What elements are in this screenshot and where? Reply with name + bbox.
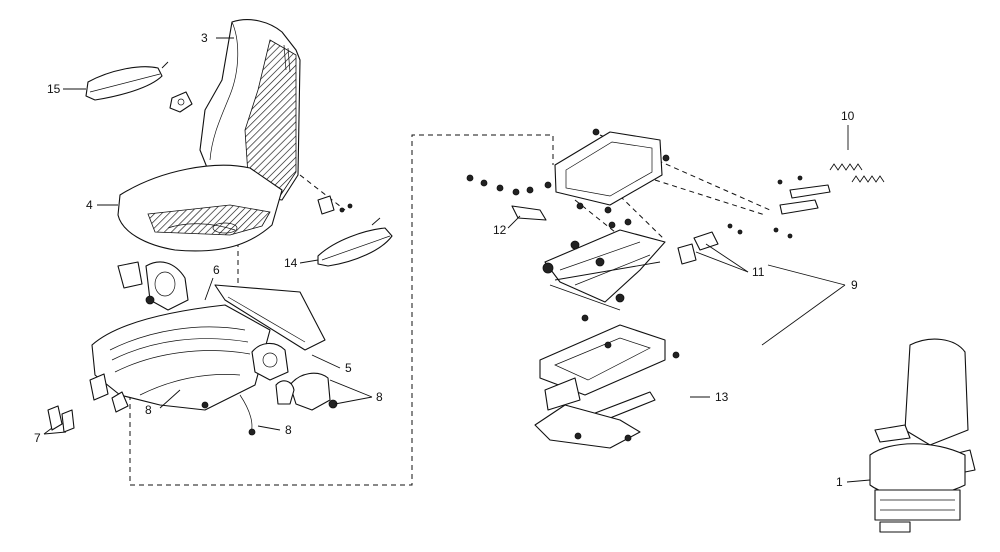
assembled-seat-part (869, 338, 976, 533)
callout-13: 13 (715, 390, 729, 404)
callout-3: 3 (201, 31, 208, 45)
callout-10: 10 (841, 109, 855, 123)
scissor-mechanism (542, 218, 666, 311)
shock-absorber-part (466, 174, 547, 221)
seat-cushion-part (117, 164, 283, 252)
callout-11: 11 (752, 265, 765, 279)
callout-15: 15 (47, 82, 61, 96)
spring-part (829, 163, 885, 183)
callout-8-right: 8 (376, 390, 383, 404)
callout-8-bottom: 8 (285, 423, 292, 437)
callout-14: 14 (284, 256, 298, 270)
callout-1: 1 (836, 475, 843, 489)
callout-8-left: 8 (145, 403, 152, 417)
base-frame-part (534, 314, 680, 449)
callout-labels: 1 3 4 5 6 7 8 8 8 9 10 11 12 13 14 15 (34, 31, 858, 489)
callout-4: 4 (86, 198, 93, 212)
callout-5: 5 (345, 361, 352, 375)
bracket-part (773, 175, 831, 239)
backrest-part (199, 19, 301, 201)
adjuster-knob-part (677, 223, 743, 265)
callout-6: 6 (213, 263, 220, 277)
armrest-right-part (317, 195, 393, 267)
leader-lines (43, 37, 871, 483)
suspension-top-plate (544, 128, 670, 214)
armrest-left-part (85, 61, 193, 113)
callout-9: 9 (851, 278, 858, 292)
seat-frame-assembly (47, 261, 338, 436)
callout-7: 7 (34, 431, 41, 445)
callout-12: 12 (493, 223, 507, 237)
